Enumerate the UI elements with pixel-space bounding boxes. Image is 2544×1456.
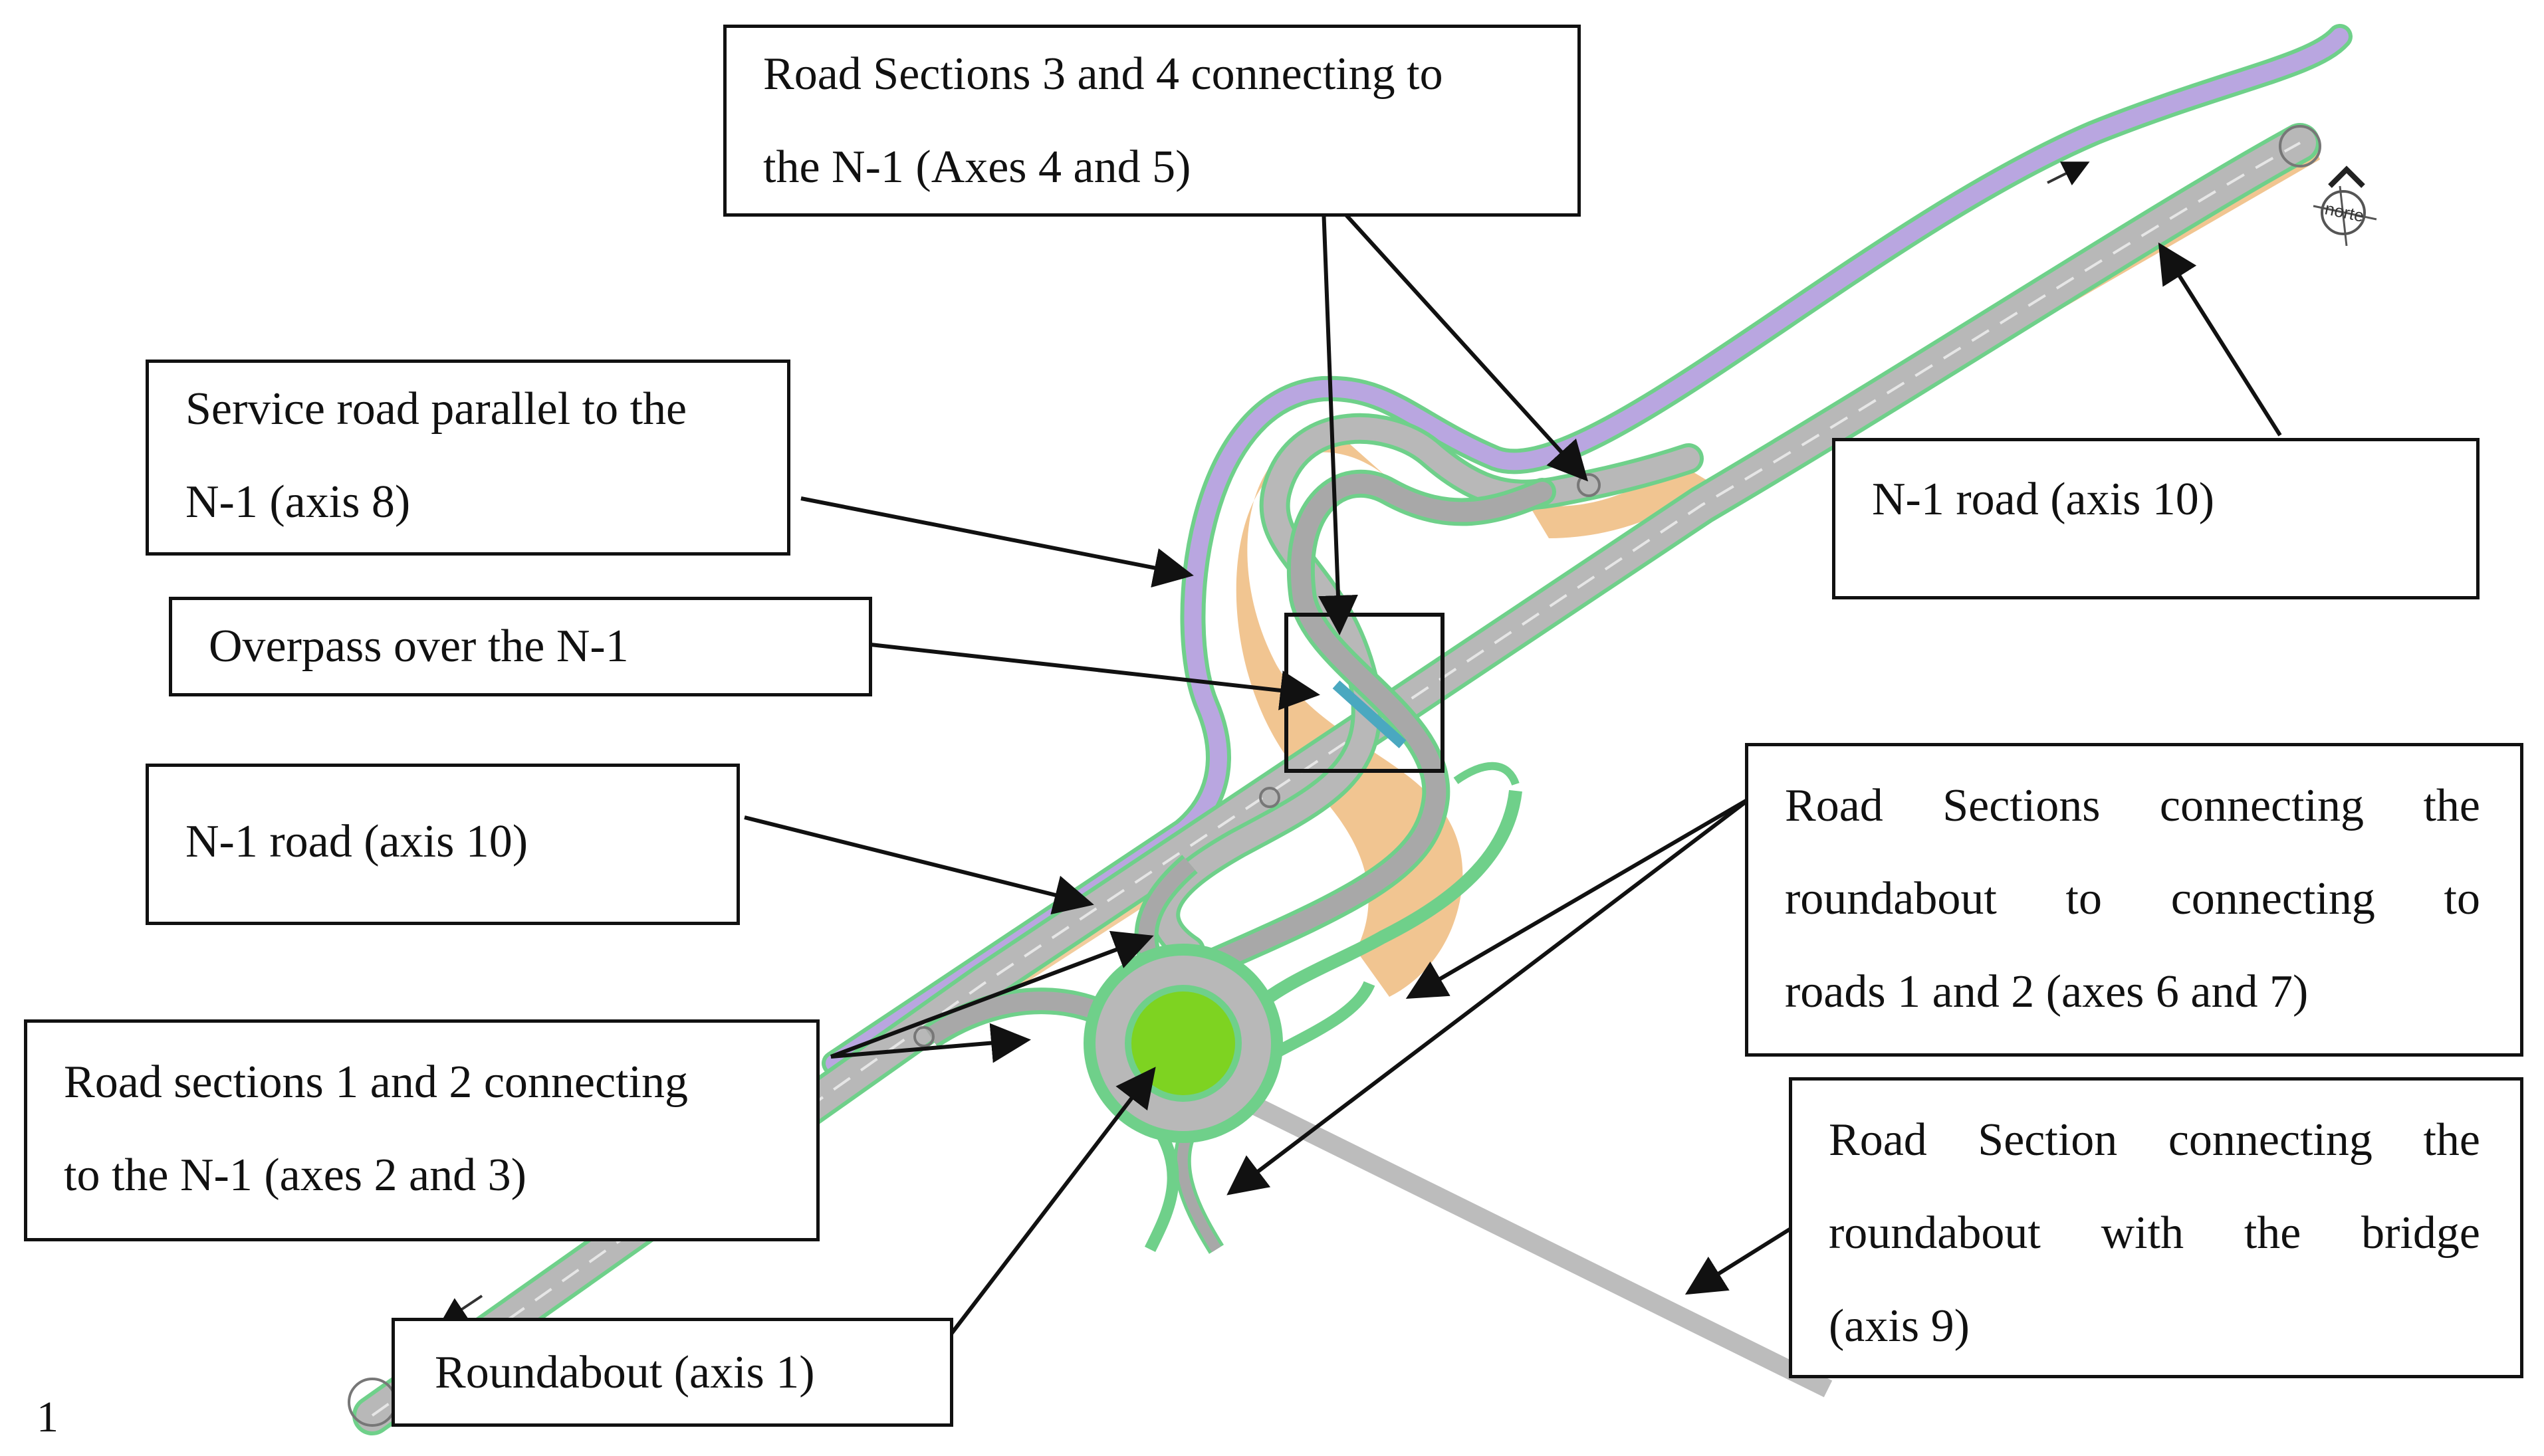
label-n1-road-right-text: N-1 road (axis 10) — [1872, 474, 2215, 525]
label-overpass-text: Overpass over the N-1 — [209, 621, 629, 672]
label-road-sections-6-7: Road Sections connecting the roundabout … — [1745, 743, 2523, 1057]
service-road — [822, 24, 2353, 1076]
label-road-sections-3-4-line2: the N-1 (Axes 4 and 5) — [763, 142, 1191, 193]
label-bridge-section-line2: roundabout with the bridge — [1829, 1207, 2480, 1259]
label-n1-road-left-text: N-1 road (axis 10) — [185, 816, 528, 867]
label-road-sections-1-2-line2: to the N-1 (axes 2 and 3) — [64, 1150, 526, 1201]
label-roundabout: Roundabout (axis 1) — [392, 1318, 953, 1427]
page-number: 1 — [37, 1393, 58, 1441]
label-n1-road-left: N-1 road (axis 10) — [146, 764, 740, 925]
label-bridge-section: Road Section connecting the roundabout w… — [1789, 1077, 2523, 1378]
n1-main-road — [348, 123, 2321, 1435]
label-bridge-section-line3: (axis 9) — [1829, 1300, 1970, 1352]
label-road-sections-6-7-line1: Road Sections connecting the — [1785, 780, 2480, 831]
label-n1-road-right: N-1 road (axis 10) — [1832, 438, 2480, 599]
label-road-sections-6-7-line2: roundabout to connecting to — [1785, 873, 2480, 924]
bridge-road — [1245, 1094, 1833, 1398]
label-road-sections-3-4: Road Sections 3 and 4 connecting to the … — [723, 25, 1581, 217]
roundabout — [1084, 944, 1283, 1143]
loop-ramps — [1149, 413, 1704, 978]
label-service-road: Service road parallel to the N-1 (axis 8… — [146, 360, 790, 556]
north-symbol: norte — [2313, 165, 2377, 247]
label-roundabout-text: Roundabout (axis 1) — [435, 1347, 815, 1398]
label-road-sections-6-7-line3: roads 1 and 2 (axes 6 and 7) — [1785, 966, 2309, 1017]
leader-lines — [744, 187, 2282, 1340]
label-bridge-section-line1: Road Section connecting the — [1829, 1114, 2480, 1166]
label-road-sections-3-4-line1: Road Sections 3 and 4 connecting to — [763, 49, 1443, 100]
label-road-sections-1-2-line1: Road sections 1 and 2 connecting — [64, 1057, 688, 1108]
label-overpass: Overpass over the N-1 — [169, 597, 872, 696]
label-service-road-line2: N-1 (axis 8) — [185, 476, 411, 528]
label-road-sections-1-2: Road sections 1 and 2 connecting to the … — [24, 1019, 820, 1241]
north-label: norte — [2323, 198, 2366, 226]
label-service-road-line1: Service road parallel to the — [185, 383, 687, 435]
